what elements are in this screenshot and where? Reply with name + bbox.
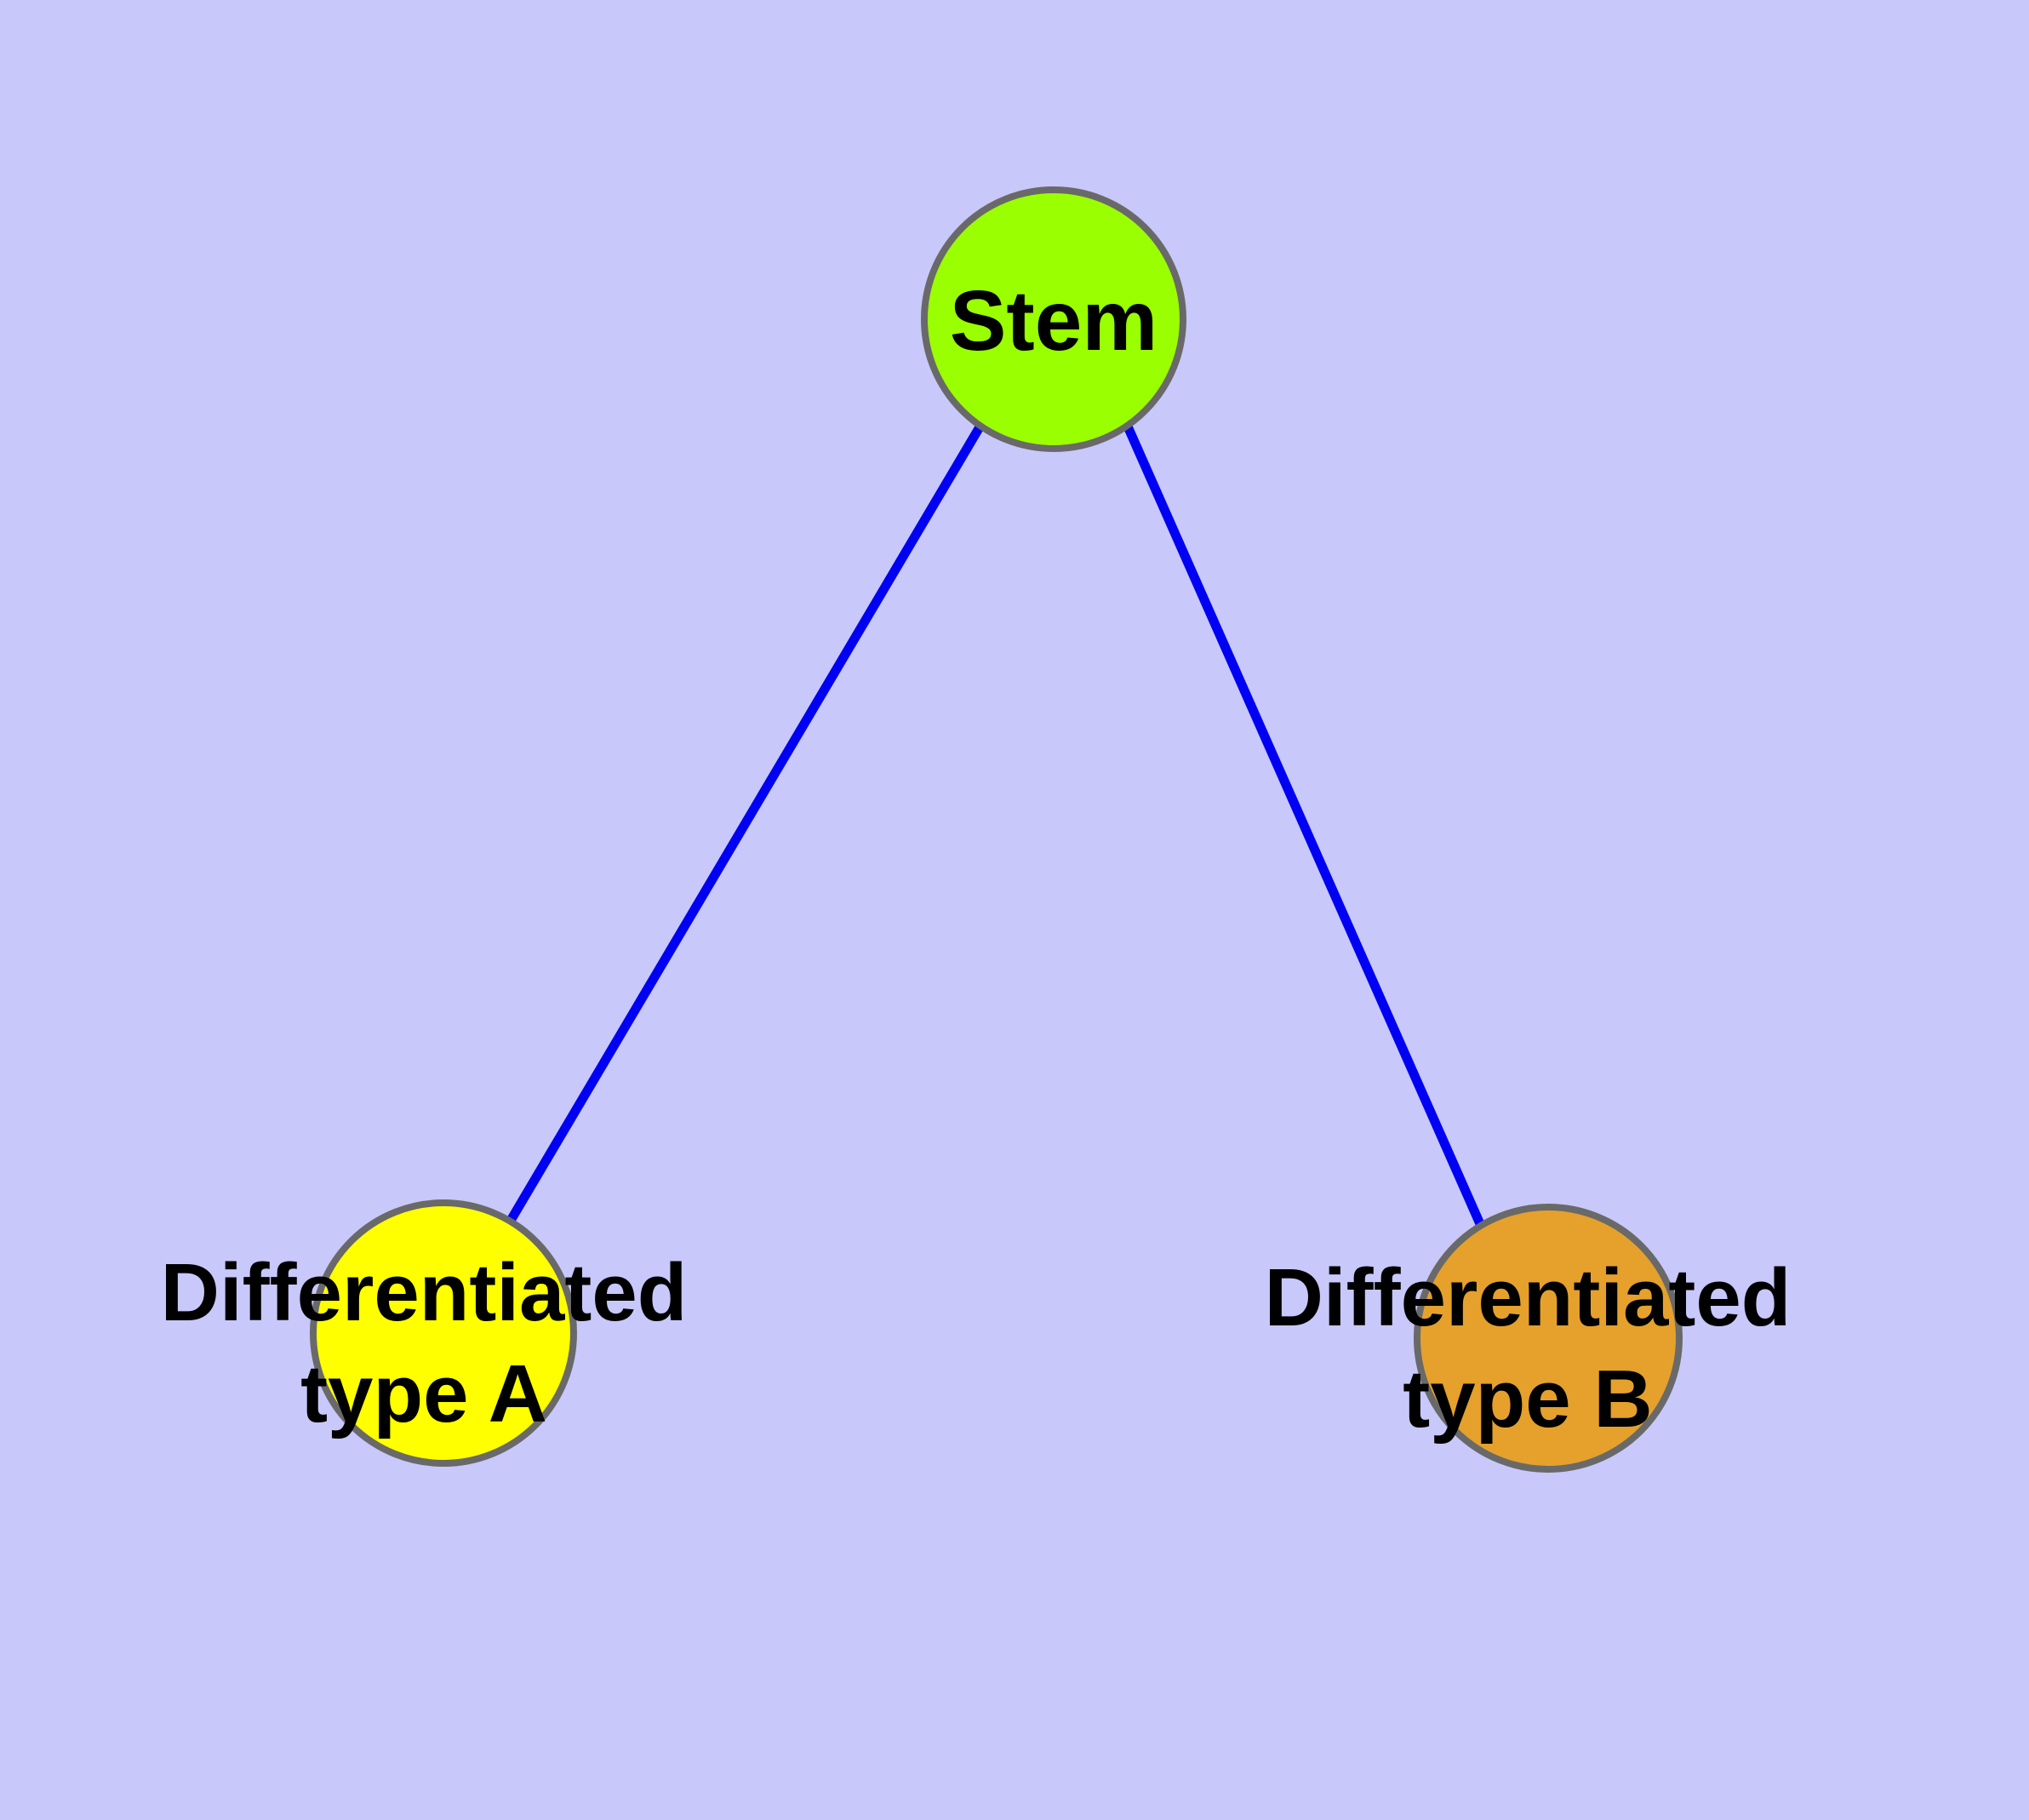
node-differentiated-type-b-label-line2: type B [1403, 1354, 1652, 1445]
node-differentiated-type-a-circle[interactable] [310, 1199, 577, 1467]
node-stem-circle[interactable] [921, 186, 1186, 452]
node-differentiated-type-a-label-line2: type A [300, 1348, 547, 1439]
node-differentiated-type-b-circle[interactable] [1414, 1204, 1683, 1473]
node-layer [310, 186, 1683, 1473]
node-differentiated-type-b-label-line1: Differentiated [1265, 1252, 1792, 1343]
node-stem-label: Stem [950, 273, 1158, 369]
node-differentiated-type-a-label-line1: Differentiated [161, 1247, 688, 1338]
edge-stem-to-differentiated-type-b[interactable] [1123, 424, 1486, 1228]
label-layer: Stem Differentiated type A Differentiate… [161, 273, 1792, 1445]
edge-layer [507, 423, 1486, 1228]
edge-stem-to-differentiated-type-a[interactable] [507, 423, 985, 1222]
